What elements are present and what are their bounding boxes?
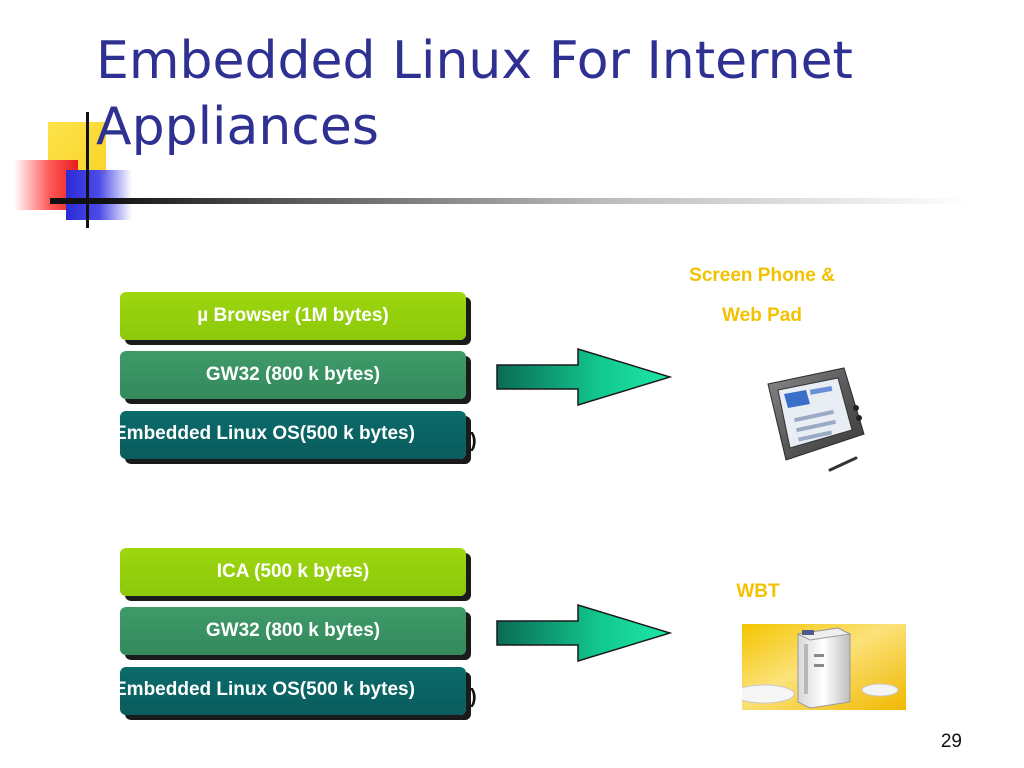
stack2-overflow-paren: ) (470, 686, 477, 708)
stack1-browser-layer: µ Browser (1M bytes) (120, 292, 466, 340)
arrow-right-icon-1 (496, 348, 672, 406)
stack1-linux-os-label: Embedded Linux OS(500 k bytes) (114, 423, 415, 444)
thin-client-terminal-image (742, 624, 906, 710)
stack2-ica-label: ICA (500 k bytes) (216, 561, 370, 582)
device2-label: WBT (736, 581, 780, 602)
device1-label-line-2: Web Pad (722, 305, 802, 326)
stack2-gw32-label: GW32 (800 k bytes) (205, 620, 381, 641)
slide-title-line-2: Appliances (96, 97, 379, 157)
stack1-overflow-paren: ) (470, 430, 477, 452)
title-underline-rule (50, 198, 970, 204)
deco-blue-square (66, 170, 132, 220)
web-pad-device-image (767, 367, 865, 472)
arrow-right-icon-2 (496, 604, 672, 662)
stack1-gw32-label: GW32 (800 k bytes) (205, 364, 381, 385)
slide-title: Embedded Linux For Internet Appliances (96, 28, 976, 160)
stack2-ica-layer: ICA (500 k bytes) (120, 548, 466, 596)
page-number: 29 (940, 731, 962, 752)
device1-label: Screen Phone & Web Pad (662, 256, 862, 336)
stack2-gw32-layer: GW32 (800 k bytes) (120, 607, 466, 655)
stack2-linux-os-label: Embedded Linux OS(500 k bytes) (114, 679, 415, 700)
stack2-linux-os-layer: Embedded Linux OS(500 k bytes) (114, 667, 466, 715)
stack1-linux-os-layer: Embedded Linux OS(500 k bytes) (114, 411, 466, 459)
device1-label-line-1: Screen Phone & (689, 265, 835, 286)
stack1-gw32-layer: GW32 (800 k bytes) (120, 351, 466, 399)
slide-title-line-1: Embedded Linux For Internet (96, 31, 853, 91)
stack1-browser-label: µ Browser (1M bytes) (197, 305, 389, 326)
deco-vertical-line (86, 112, 89, 228)
